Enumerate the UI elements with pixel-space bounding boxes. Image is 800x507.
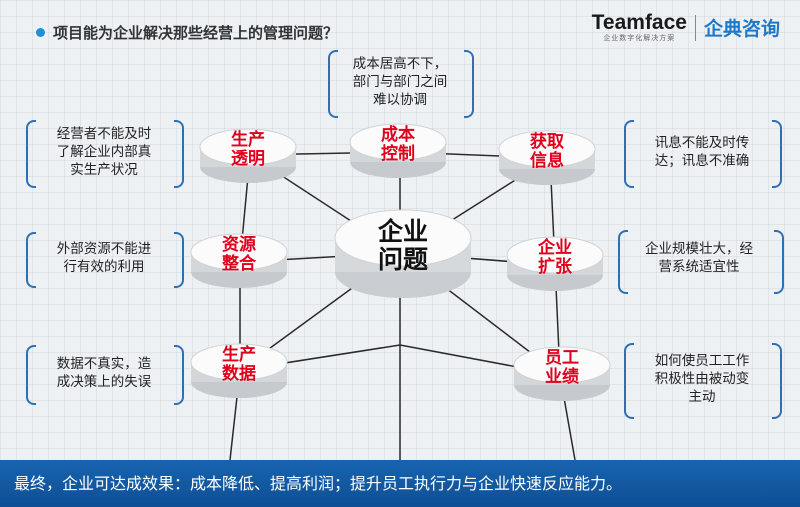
node-label-line: 数据 — [222, 364, 256, 384]
brand-logo: Teamface 企业数字化解决方案 企典咨询 — [592, 12, 780, 43]
brand-tagline: 企业数字化解决方案 — [603, 34, 676, 42]
note-line: 了解企业内部真 — [56, 144, 152, 160]
note-line: 主动 — [688, 389, 716, 405]
center-label-line: 企业 — [377, 217, 428, 246]
note-line: 难以协调 — [373, 92, 427, 108]
note-brace-left — [26, 232, 36, 288]
note-right-2: 企业规模壮大，经 营系统适宜性 — [624, 240, 774, 276]
node-label-line: 获取 — [530, 132, 564, 152]
note-brace-right — [174, 232, 184, 288]
note-right-1: 讯息不能及时传 达；讯息不准确 — [632, 134, 772, 170]
node-label-line: 扩张 — [538, 257, 572, 277]
bullet-dot-icon — [36, 28, 45, 37]
center-cylinder — [334, 209, 472, 298]
note-line: 经营者不能及时 — [56, 126, 152, 142]
center-label-line: 问题 — [377, 245, 428, 274]
note-brace-left — [328, 50, 338, 118]
node-cost-control: 成本控制 — [348, 120, 448, 180]
note-line: 企业规模壮大，经 — [645, 241, 753, 257]
node-label-line: 资源 — [222, 235, 256, 255]
node-employee-performance: 员工业绩 — [512, 343, 612, 403]
note-left-1: 经营者不能及时 了解企业内部真 实生产状况 — [34, 125, 174, 179]
node-label-line: 生产 — [222, 345, 256, 365]
node-label-line: 企业 — [538, 238, 572, 258]
note-brace-right — [772, 120, 782, 188]
note-brace-left — [618, 230, 628, 294]
note-brace-left — [26, 345, 36, 405]
note-line: 部门与部门之间 — [352, 74, 448, 90]
node-label-line: 控制 — [381, 144, 415, 164]
note-line: 实生产状况 — [70, 162, 138, 178]
footer-text: 最终，企业可达成效果：成本降低、提高利润；提升员工执行力与企业快速反应能力。 — [14, 474, 623, 493]
note-right-3: 如何使员工工作 积极性由被动变 主动 — [632, 352, 772, 406]
note-brace-left — [624, 343, 634, 419]
brand-english: Teamface 企业数字化解决方案 — [592, 12, 687, 43]
node-label-line: 员工 — [545, 348, 579, 368]
note-line: 如何使员工工作 — [654, 353, 750, 369]
node-label-line: 整合 — [222, 254, 256, 274]
note-brace-right — [174, 120, 184, 188]
page-title: 项目能为企业解决那些经营上的管理问题？ — [53, 24, 339, 42]
note-left-3: 数据不真实，造 成决策上的失误 — [34, 355, 174, 391]
note-line: 行有效的利用 — [63, 259, 145, 275]
footer-banner: 最终，企业可达成效果：成本降低、提高利润；提升员工执行力与企业快速反应能力。 — [0, 460, 800, 507]
note-line: 达；讯息不准确 — [654, 153, 750, 169]
title-row: 项目能为企业解决那些经营上的管理问题？ — [36, 22, 338, 43]
node-production-transparency: 生产透明 — [198, 125, 298, 185]
note-line: 营系统适宜性 — [658, 259, 740, 275]
note-line: 讯息不能及时传 — [654, 135, 750, 151]
node-label-line: 透明 — [231, 149, 265, 169]
note-brace-right — [464, 50, 474, 118]
note-brace-right — [772, 343, 782, 419]
note-brace-left — [26, 120, 36, 188]
node-production-data: 生产数据 — [189, 340, 289, 400]
note-brace-left — [624, 120, 634, 188]
note-line: 成本居高不下， — [352, 56, 448, 72]
note-left-2: 外部资源不能进 行有效的利用 — [34, 240, 174, 276]
node-label-line: 生产 — [231, 130, 265, 150]
node-resource-integration: 资源整合 — [189, 230, 289, 290]
node-label-line: 信息 — [530, 151, 564, 171]
note-brace-right — [774, 230, 784, 294]
node-label-line: 业绩 — [545, 367, 579, 387]
note-top: 成本居高不下， 部门与部门之间 难以协调 — [336, 55, 464, 109]
brand-name: Teamface — [591, 11, 687, 34]
node-get-information: 获取信息 — [497, 127, 597, 187]
center-node: 企业问题 — [333, 208, 473, 298]
brand-chinese-name: 企典咨询 — [703, 18, 780, 40]
note-line: 数据不真实，造 — [56, 356, 152, 372]
node-label-line: 成本 — [381, 125, 415, 145]
note-line: 积极性由被动变 — [654, 371, 750, 387]
note-brace-right — [174, 345, 184, 405]
note-line: 成决策上的失误 — [56, 374, 152, 390]
node-enterprise-expansion: 企业扩张 — [505, 233, 605, 293]
brand-separator — [694, 14, 696, 41]
note-line: 外部资源不能进 — [56, 241, 152, 257]
